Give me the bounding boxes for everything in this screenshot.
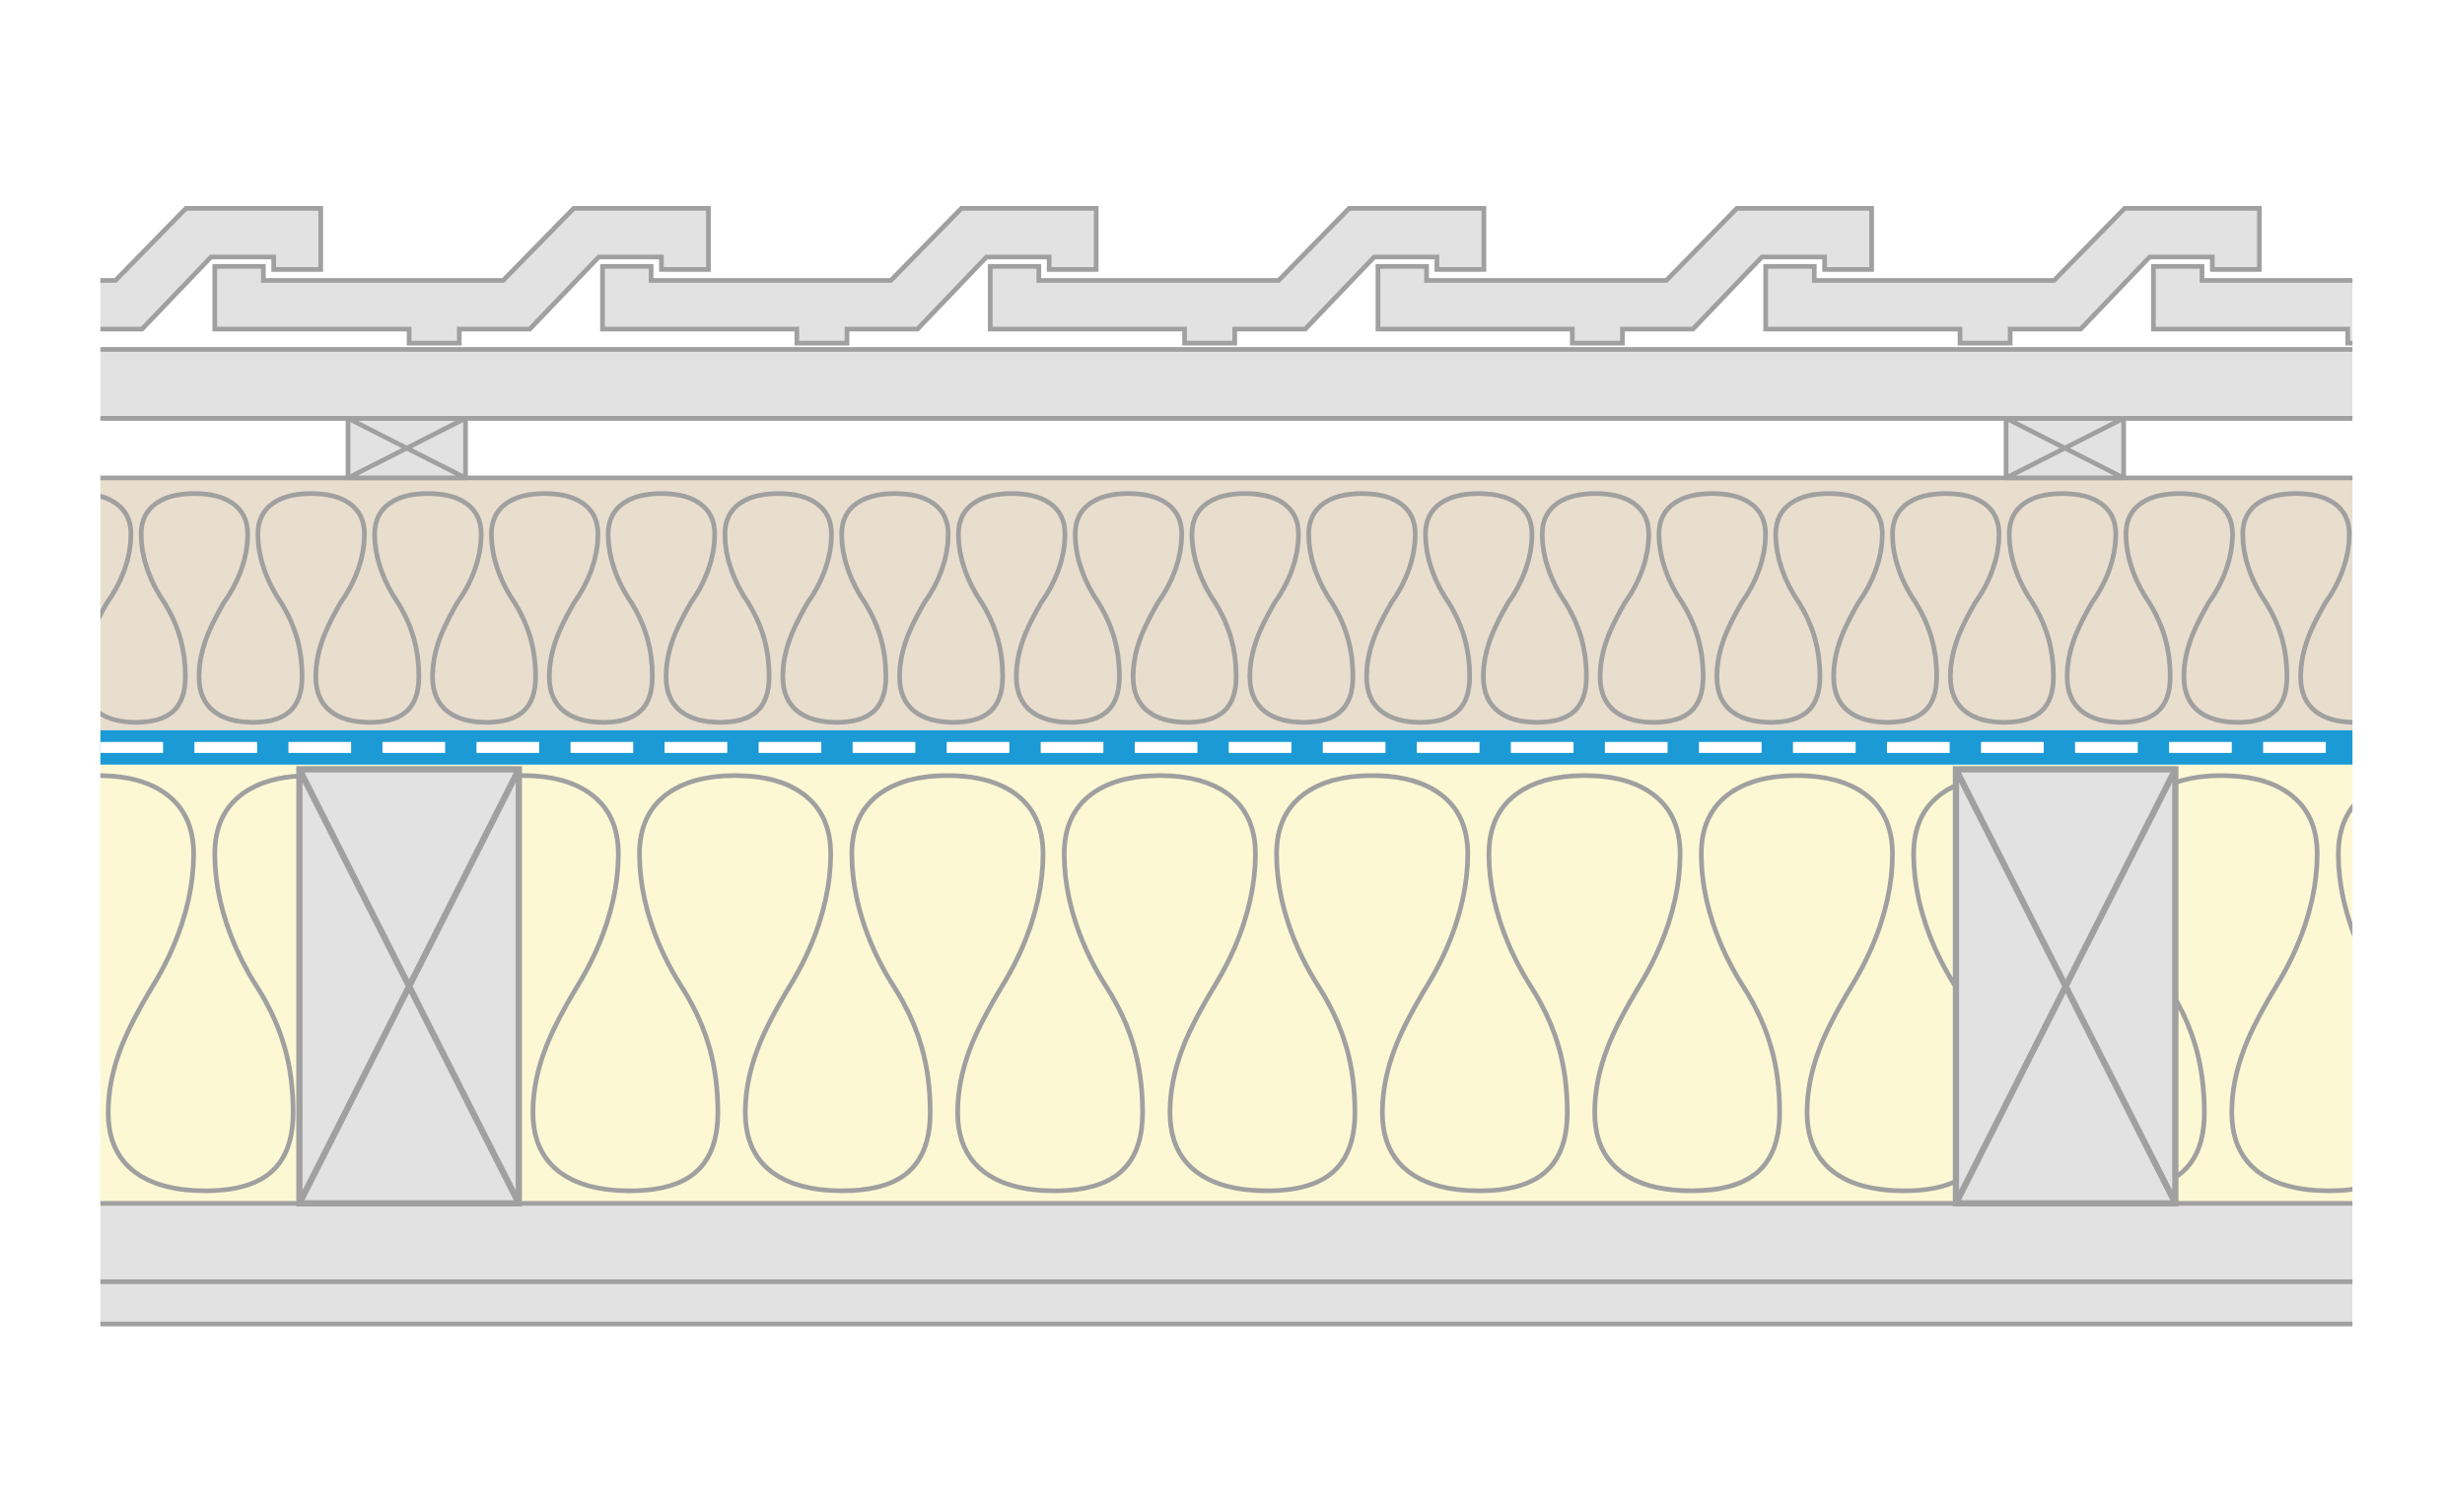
roof-tile [988,206,1487,346]
ceiling-board [100,1203,2353,1282]
roof-tile [212,206,711,346]
roof-tile [1375,206,1874,346]
counter-batten [2003,416,2127,481]
ceiling-lining [100,1281,2353,1325]
roof-tile [1763,206,2263,346]
roof-tile [599,206,1099,346]
counter-batten [345,416,468,481]
rafter [296,766,523,1207]
roof-tile [2150,263,2353,346]
upper-insulation-pattern [100,491,2353,725]
vapour-membrane [100,729,2353,765]
roof-tile [100,206,323,332]
batten-board [100,349,2353,419]
rafter [1952,766,2179,1207]
